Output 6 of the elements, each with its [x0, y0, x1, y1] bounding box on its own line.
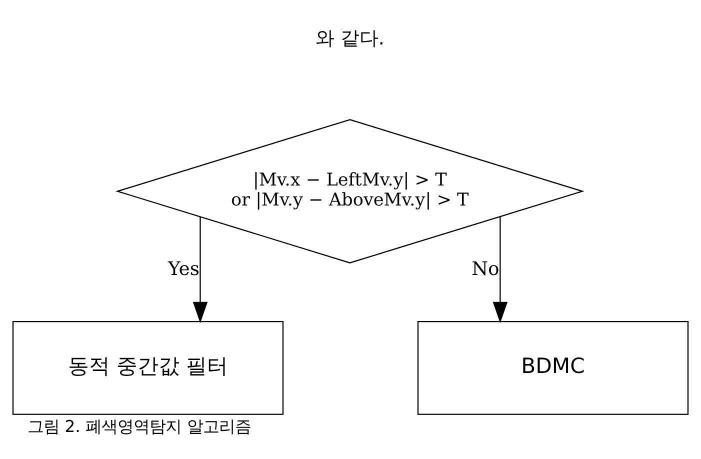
node-box: BDMC — [417, 320, 689, 414]
caption: 그림 2. 폐색영역탐지 알고리즘 — [28, 416, 251, 436]
label: 와 같다. — [315, 28, 384, 49]
arrow — [492, 216, 508, 323]
arrow — [192, 216, 208, 323]
node-box: 동적 중간값 필터 — [12, 320, 284, 414]
